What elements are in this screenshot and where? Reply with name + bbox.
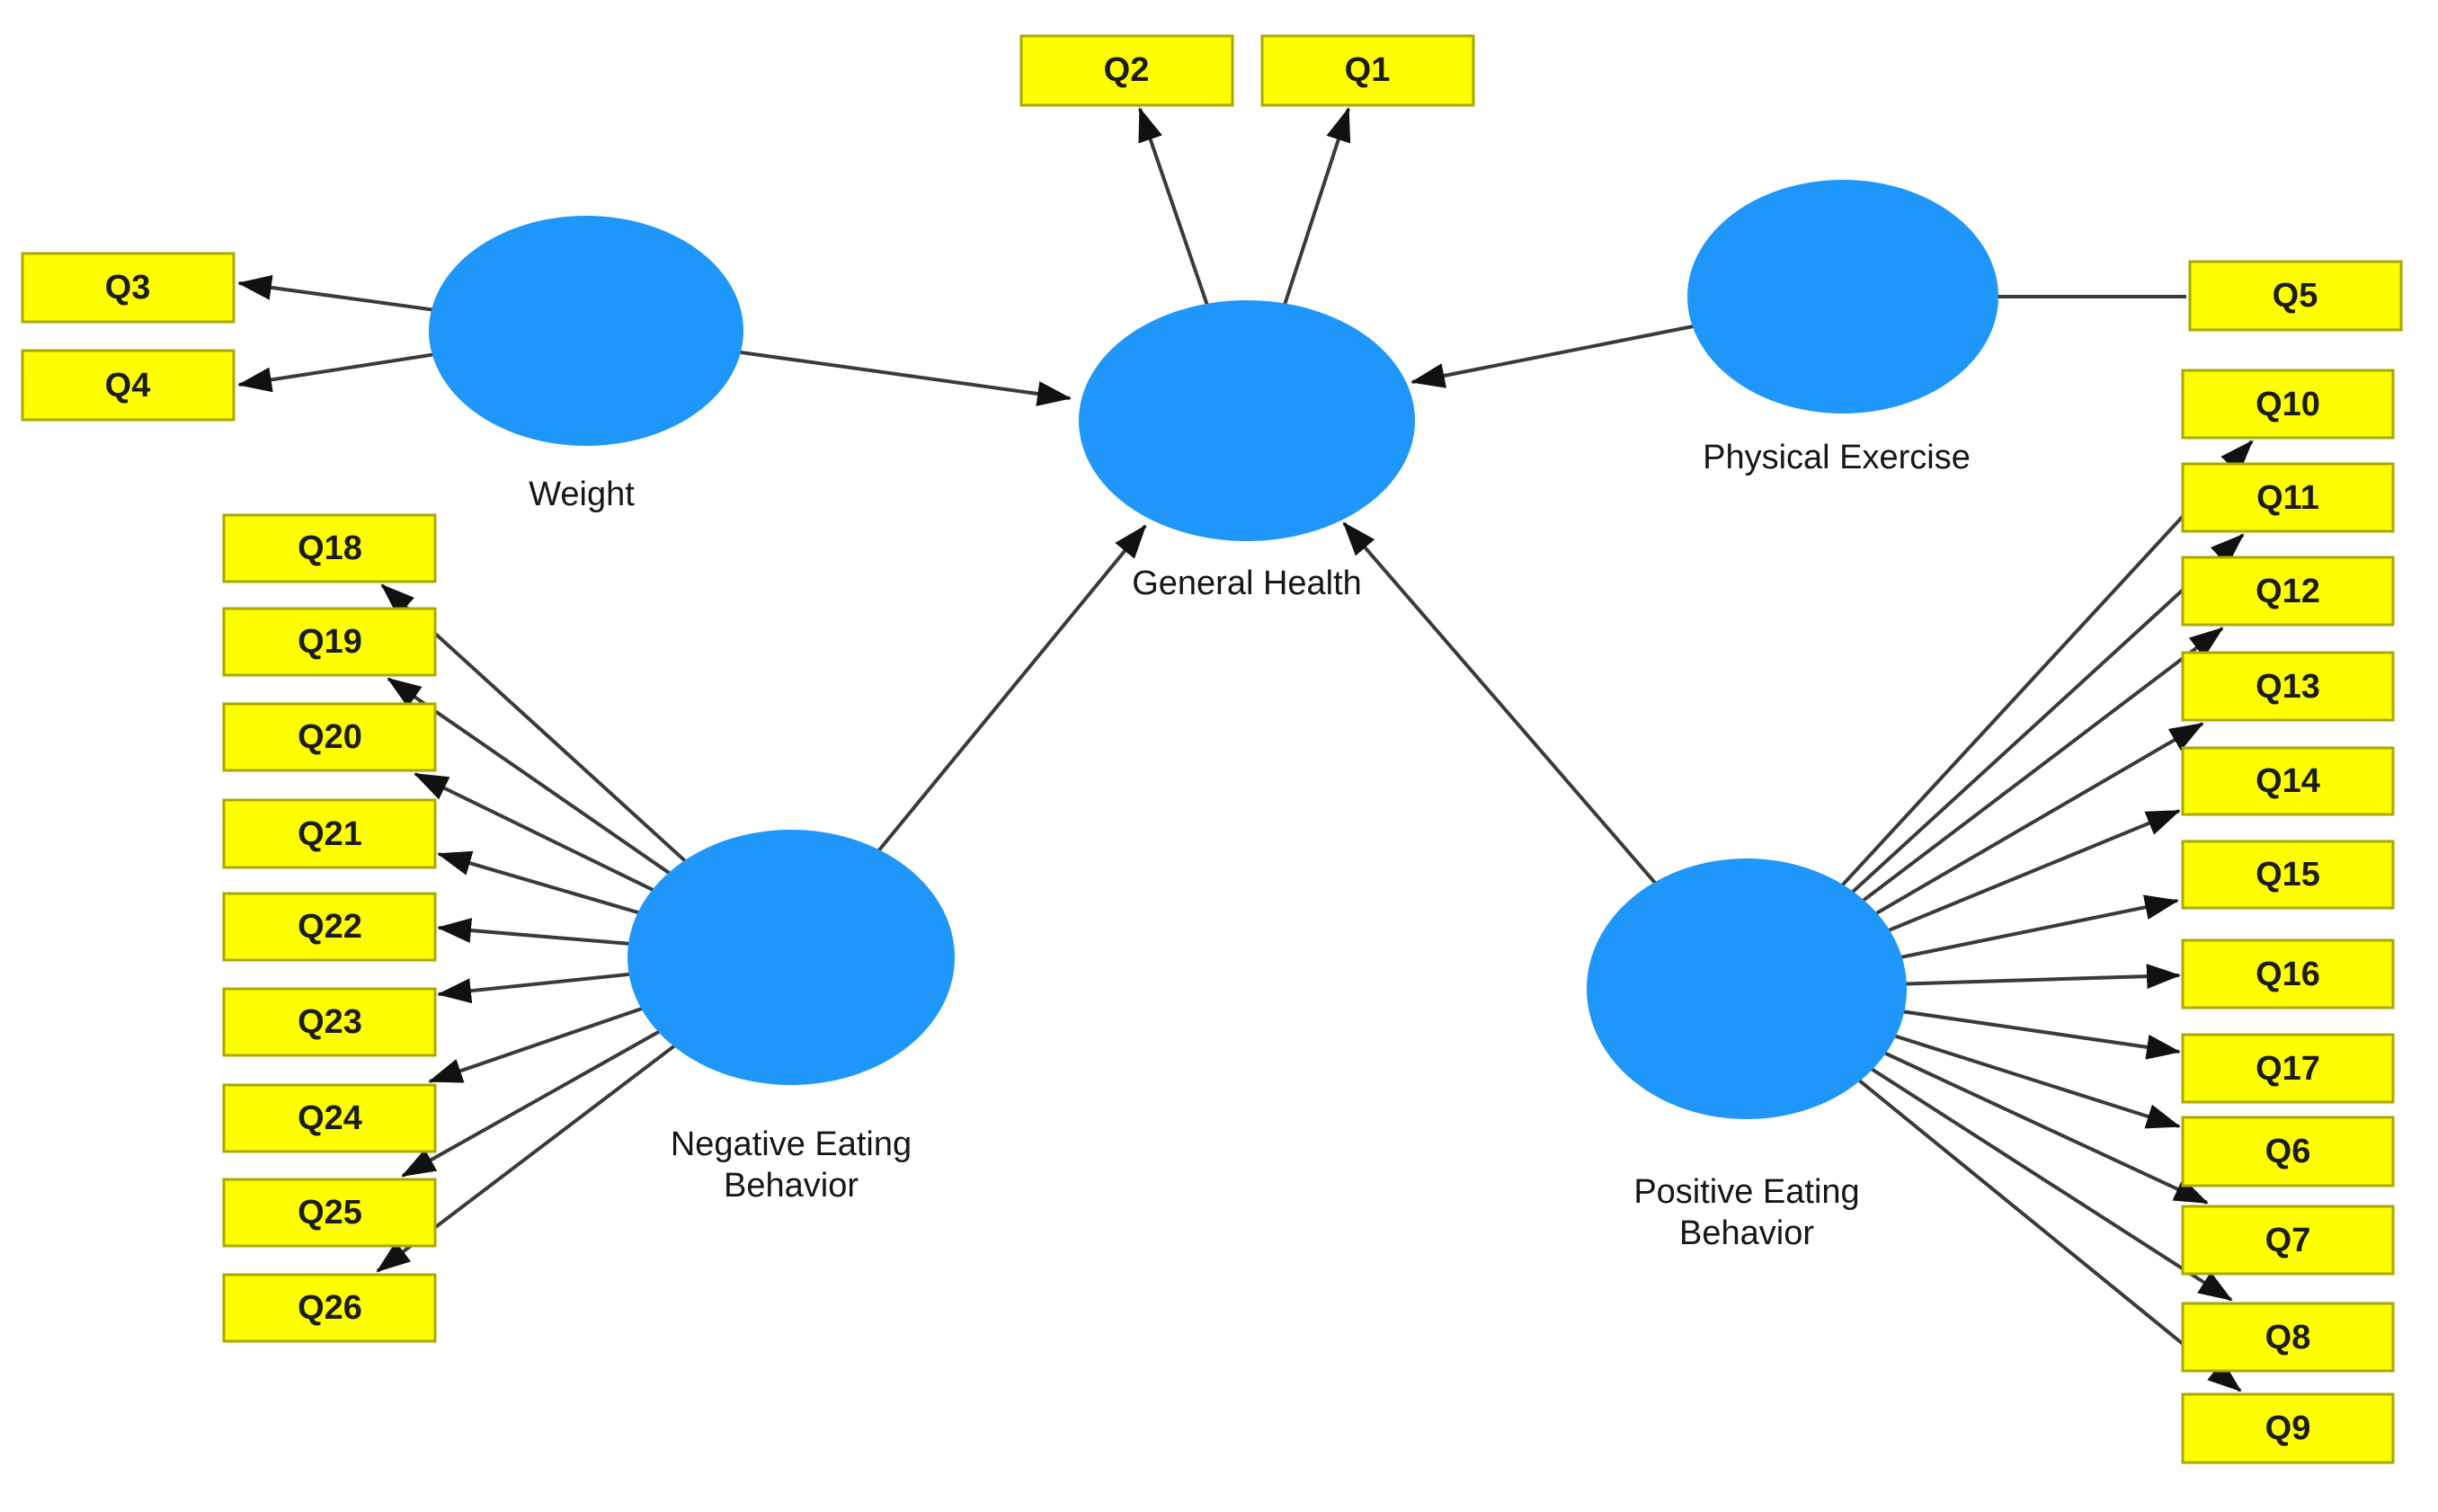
indicator-q25-label: Q25 <box>298 1194 362 1232</box>
indicator-q20-box <box>222 702 437 772</box>
latent-negative-eating-label-line1: Negative Eating <box>671 1125 912 1163</box>
indicator-q5-box <box>2188 260 2403 332</box>
indicator-q10-label: Q10 <box>2256 386 2320 423</box>
indicator-q21: Q21 <box>222 798 437 869</box>
indicator-q24-label: Q24 <box>298 1099 362 1137</box>
indicator-q18: Q18 <box>222 513 437 583</box>
indicator-q17: Q17 <box>2181 1033 2395 1104</box>
indicator-q24-box <box>222 1083 437 1153</box>
indicator-q15-box <box>2181 840 2395 910</box>
latent-weight-ellipse <box>429 216 743 446</box>
latent-weight-label: Weight <box>529 476 635 513</box>
indicator-q23: Q23 <box>222 987 437 1057</box>
indicator-q7-box <box>2181 1205 2395 1276</box>
indicator-q21-box <box>222 798 437 869</box>
indicator-q6: Q6 <box>2181 1116 2395 1187</box>
indicator-q11-label: Q11 <box>2256 479 2319 517</box>
indicator-q4: Q4 <box>21 349 236 422</box>
indicator-q26: Q26 <box>222 1273 437 1343</box>
indicator-q11: Q11 <box>2181 462 2395 533</box>
indicator-q18-label: Q18 <box>298 529 362 567</box>
indicator-q12: Q12 <box>2181 556 2395 627</box>
indicator-q22-label: Q22 <box>298 908 362 946</box>
indicator-q1-label: Q1 <box>1345 51 1391 89</box>
latent-negative-eating-label-line2: Behavior <box>724 1167 859 1205</box>
latent-general-health-ellipse <box>1079 300 1415 541</box>
indicator-q16-box <box>2181 938 2395 1009</box>
indicator-q16: Q16 <box>2181 938 2395 1009</box>
indicator-q8: Q8 <box>2181 1302 2395 1373</box>
latent-general-health-label: General Health <box>1132 565 1362 602</box>
indicator-q13-box <box>2181 651 2395 722</box>
indicator-q3: Q3 <box>21 252 236 324</box>
indicator-q13: Q13 <box>2181 651 2395 722</box>
latent-negative-eating-ellipse <box>627 830 955 1085</box>
latent-nodes-group: Weight General Health Physical Exercise … <box>429 180 1998 1252</box>
indicator-q5: Q5 <box>2188 260 2403 332</box>
indicator-q21-label: Q21 <box>298 815 362 853</box>
indicator-q14-label: Q14 <box>2256 762 2320 800</box>
indicator-q2: Q2 <box>1019 34 1234 107</box>
indicator-q1-box <box>1260 34 1475 107</box>
indicator-q9-label: Q9 <box>2265 1410 2311 1447</box>
indicator-q18-box <box>222 513 437 583</box>
indicator-q20: Q20 <box>222 702 437 772</box>
indicator-q23-label: Q23 <box>298 1003 362 1041</box>
indicator-q22-box <box>222 892 437 962</box>
indicator-q3-label: Q3 <box>105 269 151 307</box>
indicator-q13-label: Q13 <box>2256 668 2320 706</box>
indicator-q8-box <box>2181 1302 2395 1373</box>
indicator-q5-label: Q5 <box>2273 277 2318 315</box>
indicator-q11-box <box>2181 462 2395 533</box>
indicator-q20-label: Q20 <box>298 718 362 756</box>
indicator-q4-label: Q4 <box>105 367 151 405</box>
latent-positive-eating-ellipse <box>1587 858 1907 1119</box>
indicator-q17-label: Q17 <box>2256 1050 2320 1088</box>
indicator-q26-label: Q26 <box>298 1289 362 1327</box>
indicator-q7-label: Q7 <box>2265 1222 2311 1259</box>
indicator-q15: Q15 <box>2181 840 2395 910</box>
indicator-q1: Q1 <box>1260 34 1475 107</box>
indicator-q6-label: Q6 <box>2265 1133 2311 1170</box>
indicator-q26-box <box>222 1273 437 1343</box>
indicator-q14: Q14 <box>2181 746 2395 816</box>
indicator-q2-label: Q2 <box>1104 51 1150 89</box>
indicator-q4-box <box>21 349 236 422</box>
latent-physical-exercise-ellipse <box>1687 180 1998 414</box>
indicator-q10: Q10 <box>2181 369 2395 440</box>
indicator-q8-label: Q8 <box>2265 1319 2311 1356</box>
indicator-q23-box <box>222 987 437 1057</box>
indicator-q10-box <box>2181 369 2395 440</box>
indicator-q25: Q25 <box>222 1178 437 1248</box>
indicator-q19-label: Q19 <box>298 623 362 661</box>
latent-physical-exercise-label: Physical Exercise <box>1703 439 1971 476</box>
indicator-q3-box <box>21 252 236 324</box>
indicator-q9: Q9 <box>2181 1392 2395 1464</box>
indicator-q17-box <box>2181 1033 2395 1104</box>
latent-positive-eating-label-line1: Positive Eating <box>1633 1173 1859 1211</box>
indicator-q24: Q24 <box>222 1083 437 1153</box>
indicator-q12-box <box>2181 556 2395 627</box>
indicator-q25-box <box>222 1178 437 1248</box>
indicator-q19: Q19 <box>222 607 437 677</box>
latent-positive-eating-label-line2: Behavior <box>1679 1214 1814 1252</box>
indicator-q7: Q7 <box>2181 1205 2395 1276</box>
indicator-nodes-group: Q2 Q1 Q3 Q4 Q5 Q10 Q11 Q12 <box>21 34 2403 1464</box>
indicator-q16-label: Q16 <box>2256 956 2320 993</box>
indicator-q6-box <box>2181 1116 2395 1187</box>
indicator-q14-box <box>2181 746 2395 816</box>
indicator-q2-box <box>1019 34 1234 107</box>
indicator-q19-box <box>222 607 437 677</box>
indicator-q9-box <box>2181 1392 2395 1464</box>
indicator-q12-label: Q12 <box>2256 573 2320 610</box>
indicator-q15-label: Q15 <box>2256 856 2320 894</box>
indicator-q22: Q22 <box>222 892 437 962</box>
